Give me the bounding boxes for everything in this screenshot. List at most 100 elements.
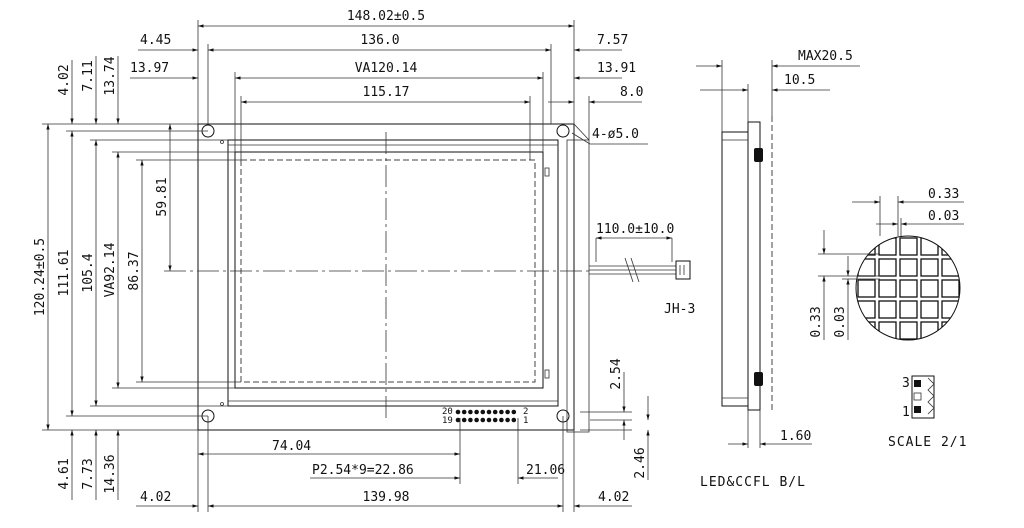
pixel-cell xyxy=(899,237,918,256)
dim-thickness: 10.5 xyxy=(784,73,815,88)
pixel-cell xyxy=(878,321,897,340)
pixel-cell xyxy=(900,343,917,360)
dim-holes: 4-ø5.0 xyxy=(592,127,639,142)
pin-pad xyxy=(486,417,492,423)
pin-label-1: 1 xyxy=(523,416,528,426)
dim-aa-width: 115.17 xyxy=(363,85,410,100)
dim-pitch-y: 0.33 xyxy=(809,306,824,337)
dim-gap-x: 0.03 xyxy=(928,209,959,224)
dim-top-a: 4.02 xyxy=(57,64,72,95)
pin-pad xyxy=(511,417,517,423)
pixel-cell xyxy=(857,321,876,340)
dim-cable-length: 110.0±10.0 xyxy=(596,222,674,237)
pin-label-2: 2 xyxy=(523,407,528,417)
pin-pad xyxy=(505,409,510,415)
dim-bottom-right-offset: 4.02 xyxy=(598,490,629,505)
pixel-cell xyxy=(857,237,876,256)
dim-va-width: VA120.14 xyxy=(355,61,418,76)
dim-top-c: 13.74 xyxy=(103,56,118,95)
pixel-detail: 0.33 0.03 0.33 0.03 xyxy=(809,187,980,360)
dim-inner-height: 105.4 xyxy=(81,253,96,292)
side-component-top xyxy=(754,148,763,162)
dim-right-offset: 8.0 xyxy=(620,85,643,100)
pin-pad xyxy=(511,409,517,415)
dim-gap-y: 0.03 xyxy=(833,306,848,337)
pin-pad xyxy=(461,409,467,415)
dim-right-margin: 7.57 xyxy=(597,33,628,48)
pixel-cell xyxy=(963,238,980,255)
pin-pad xyxy=(505,417,510,423)
pixel-cell xyxy=(920,279,939,298)
pixel-cell xyxy=(878,300,897,319)
dim-va-right: 13.91 xyxy=(597,61,636,76)
pixel-cell xyxy=(920,300,939,319)
dim-max-thickness: MAX20.5 xyxy=(798,49,853,64)
pin-pad xyxy=(480,417,486,423)
connector-pin-label-3: 3 xyxy=(902,376,910,391)
pixel-cell xyxy=(941,279,960,298)
dim-top-b: 7.11 xyxy=(81,60,96,91)
top-dimensions: 148.02±0.5 136.0 4.45 7.57 VA120.14 13.9… xyxy=(130,9,648,160)
pixel-cell xyxy=(858,343,875,360)
dim-center: 59.81 xyxy=(155,177,170,216)
pixel-cell xyxy=(899,258,918,277)
dim-va-left: 13.97 xyxy=(130,61,169,76)
dim-bezel-height: 111.61 xyxy=(57,250,72,297)
dim-overall-height: 120.24±0.5 xyxy=(33,238,48,316)
dim-connector-offset: 21.06 xyxy=(526,463,565,478)
connector-detail: 3 1 SCALE 2/1 xyxy=(888,375,967,450)
dim-bezel-width: 136.0 xyxy=(360,33,399,48)
pin-pad xyxy=(468,417,473,423)
connector-pin-label-1: 1 xyxy=(902,405,910,420)
dim-pitch-x: 0.33 xyxy=(928,187,959,202)
pixel-cell xyxy=(942,343,959,360)
dim-pin-pitch: P2.54*9=22.86 xyxy=(312,463,414,478)
dim-bottom-b: 7.73 xyxy=(81,458,96,489)
connector-pin-1 xyxy=(914,406,921,413)
pixel-cell xyxy=(941,300,960,319)
dim-bottom-c: 14.36 xyxy=(103,454,118,493)
dim-bottom-left-offset: 4.02 xyxy=(140,490,171,505)
pixel-cell xyxy=(920,321,939,340)
pixel-cell xyxy=(963,259,980,276)
dim-pcb: 1.60 xyxy=(780,429,811,444)
dim-bottom-a: 4.61 xyxy=(57,458,72,489)
pin-pad xyxy=(461,417,467,423)
pixel-cell xyxy=(963,280,980,297)
pixel-cell xyxy=(941,237,960,256)
pcb-outline xyxy=(197,123,575,431)
pixel-cell xyxy=(899,321,918,340)
pixel-cell xyxy=(921,343,938,360)
front-view: 20 19 2 1 JH-3 xyxy=(164,123,695,433)
dim-overall-width: 148.02±0.5 xyxy=(347,9,425,24)
side-view: MAX20.5 10.5 1.60 LED&CCFL B/L xyxy=(696,49,860,490)
side-backlight xyxy=(747,121,761,411)
pin-pad xyxy=(499,409,504,415)
connector-label: JH-3 xyxy=(664,302,695,317)
dim-pin-margin: 2.46 xyxy=(633,447,648,478)
side-pcb xyxy=(721,131,749,407)
bottom-dimensions: 74.04 P2.54*9=22.86 21.06 139.98 4.02 4.… xyxy=(136,222,674,512)
scale-label: SCALE 2/1 xyxy=(888,435,967,450)
dim-hole-span: 139.98 xyxy=(363,490,410,505)
pin-pad xyxy=(492,409,498,415)
dim-left-margin: 4.45 xyxy=(140,33,171,48)
pixel-cell xyxy=(899,279,918,298)
connector-jh3 xyxy=(675,260,691,280)
right-frame xyxy=(566,139,590,433)
pixel-cell xyxy=(941,258,960,277)
pixel-cell xyxy=(963,322,980,339)
pin-pad xyxy=(486,409,492,415)
pixel-cell xyxy=(857,279,876,298)
mounting-hole-tr xyxy=(556,124,570,138)
backlight-label: LED&CCFL B/L xyxy=(700,475,806,490)
pixel-grid xyxy=(857,237,980,360)
pin-pad xyxy=(468,409,473,415)
pin-pad xyxy=(492,417,498,423)
left-dimensions: 120.24±0.5 111.61 105.4 VA92.14 86.37 59… xyxy=(33,56,241,500)
pin-pad xyxy=(474,417,479,423)
bezel xyxy=(227,139,559,407)
connector-pin-3 xyxy=(914,380,921,387)
pin-label-19: 19 xyxy=(442,416,453,426)
pin-pad xyxy=(455,409,461,415)
